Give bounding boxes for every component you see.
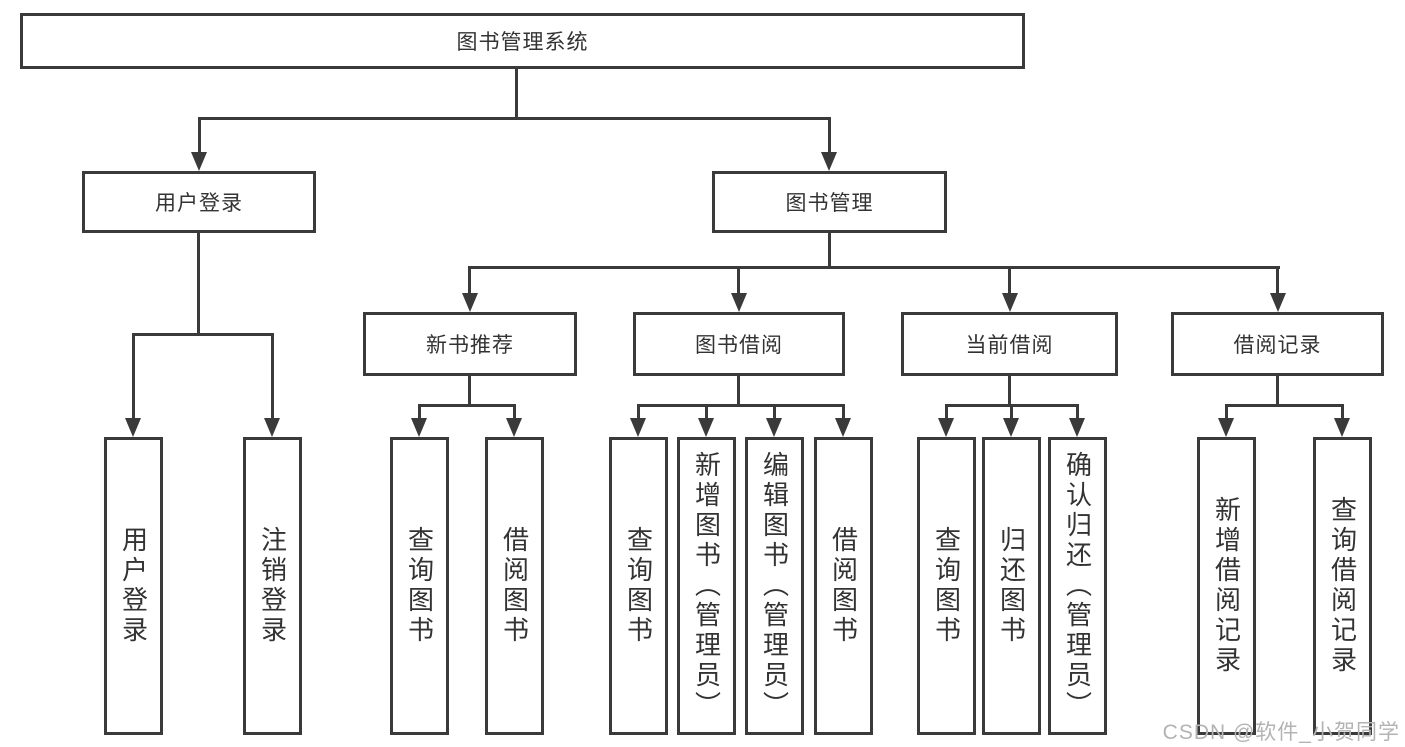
leaf-br-query-record: 查询借阅记录 xyxy=(1313,437,1372,735)
arrowhead-icon xyxy=(1002,293,1018,312)
connector-line xyxy=(737,376,740,407)
connector-line xyxy=(513,406,516,419)
arrowhead-icon xyxy=(1334,418,1350,437)
connector-line xyxy=(1341,406,1344,419)
node-book-management: 图书管理 xyxy=(712,171,947,233)
connector-line xyxy=(468,266,1280,269)
leaf-bb-edit-books-admin: 编辑图书（管理员） xyxy=(745,437,804,735)
arrowhead-icon xyxy=(698,418,714,437)
leaf-user-login: 用户登录 xyxy=(104,437,163,735)
arrowhead-icon xyxy=(731,293,747,312)
arrowhead-icon xyxy=(835,418,851,437)
connector-line xyxy=(637,406,640,419)
leaf-bb-borrow-books: 借阅图书 xyxy=(814,437,873,735)
arrowhead-icon xyxy=(462,293,478,312)
arrowhead-icon xyxy=(125,418,141,437)
node-new-book-recommend: 新书推荐 xyxy=(363,312,577,376)
connector-line xyxy=(945,406,948,419)
node-book-borrow: 图书借阅 xyxy=(633,312,845,376)
leaf-logout: 注销登录 xyxy=(243,437,302,735)
arrowhead-icon xyxy=(766,418,782,437)
arrowhead-icon xyxy=(1069,418,1085,437)
arrowhead-icon xyxy=(630,418,646,437)
leaf-rec-borrow-books: 借阅图书 xyxy=(485,437,544,735)
leaf-br-add-record: 新增借阅记录 xyxy=(1197,437,1256,735)
connector-line xyxy=(1008,376,1011,407)
connector-line xyxy=(1276,268,1279,294)
connector-line xyxy=(132,333,274,336)
connector-line xyxy=(468,376,471,407)
arrowhead-icon xyxy=(1003,418,1019,437)
node-root: 图书管理系统 xyxy=(20,13,1025,69)
connector-line xyxy=(198,117,831,120)
node-borrow-records: 借阅记录 xyxy=(1171,312,1384,376)
connector-line xyxy=(737,268,740,294)
connector-line xyxy=(945,404,1079,407)
arrowhead-icon xyxy=(191,152,207,171)
arrowhead-icon xyxy=(938,418,954,437)
connector-line xyxy=(468,268,471,294)
connector-line xyxy=(197,233,200,336)
leaf-cb-return-books: 归还图书 xyxy=(982,437,1041,735)
leaf-cb-confirm-return-admin: 确认归还（管理员） xyxy=(1048,437,1107,735)
arrowhead-icon xyxy=(411,418,427,437)
leaf-rec-query-books: 查询图书 xyxy=(390,437,449,735)
connector-line xyxy=(637,404,845,407)
connector-line xyxy=(705,406,708,419)
arrowhead-icon xyxy=(506,418,522,437)
connector-line xyxy=(198,119,201,154)
connector-line xyxy=(515,69,518,118)
connector-line xyxy=(271,335,274,418)
connector-line xyxy=(418,404,516,407)
connector-line xyxy=(842,406,845,419)
csdn-watermark: CSDN @软件_小贺同学 xyxy=(1162,721,1400,744)
connector-line xyxy=(828,119,831,154)
node-current-borrow: 当前借阅 xyxy=(901,312,1118,376)
connector-line xyxy=(1276,376,1279,407)
connector-line xyxy=(828,233,831,269)
connector-line xyxy=(773,406,776,419)
connector-line xyxy=(132,335,135,418)
connector-line xyxy=(1225,404,1344,407)
connector-line xyxy=(1225,406,1228,419)
leaf-bb-add-books-admin: 新增图书（管理员） xyxy=(677,437,736,735)
arrowhead-icon xyxy=(1270,293,1286,312)
arrowhead-icon xyxy=(821,152,837,171)
node-user-login: 用户登录 xyxy=(82,171,316,233)
connector-line xyxy=(1010,406,1013,419)
connector-line xyxy=(1008,268,1011,294)
connector-line xyxy=(418,406,421,419)
leaf-bb-query-books: 查询图书 xyxy=(609,437,668,735)
connector-line xyxy=(1076,406,1079,419)
arrowhead-icon xyxy=(1218,418,1234,437)
leaf-cb-query-books: 查询图书 xyxy=(917,437,976,735)
arrowhead-icon xyxy=(264,418,280,437)
